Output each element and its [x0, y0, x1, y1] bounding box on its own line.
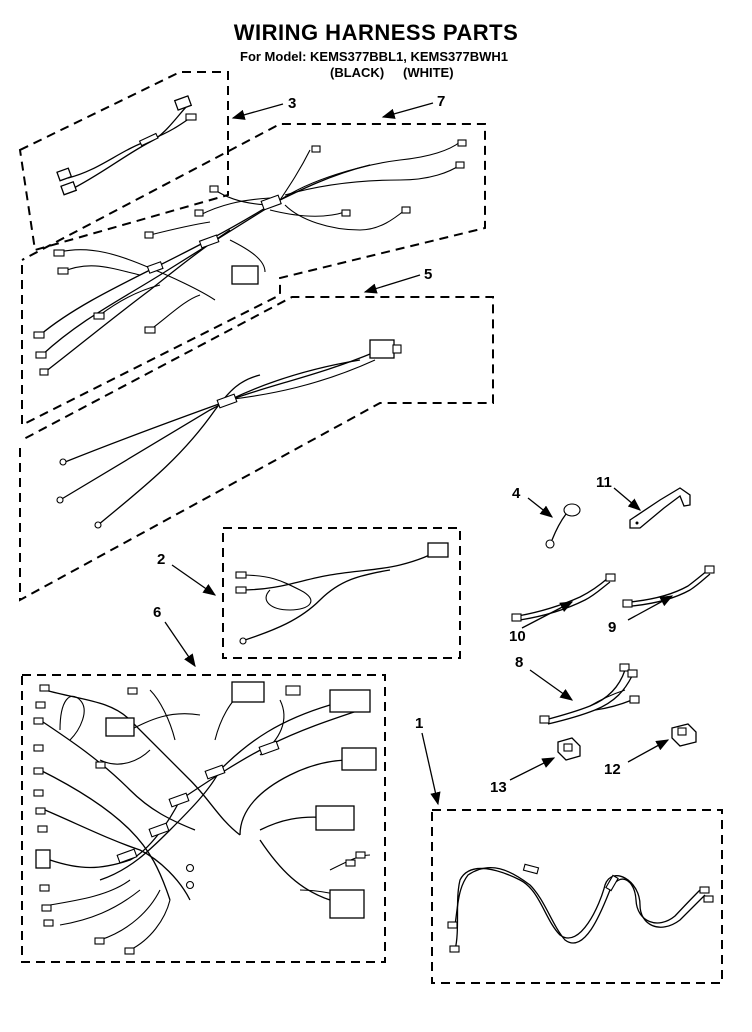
callout-9: 9: [608, 595, 674, 636]
callout-12: 12: [604, 739, 670, 778]
callout-3-label: 3: [288, 95, 296, 112]
callout-11-label: 11: [596, 474, 612, 491]
callout-10-label: 10: [509, 628, 526, 645]
callout-6: 6: [153, 604, 196, 668]
callout-5: 5: [363, 266, 432, 294]
part-4-ground-wire: [545, 503, 581, 549]
callout-9-label: 9: [608, 619, 616, 636]
color-black-label: (BLACK): [330, 65, 385, 80]
callout-12-label: 12: [604, 761, 621, 778]
part-5-harness: [19, 296, 494, 602]
part-1-harness: [431, 809, 723, 984]
model-line: For Model: KEMS377BBL1, KEMS377BWH1: [240, 49, 508, 64]
callout-7-label: 7: [437, 93, 445, 110]
part-10-wire: [511, 573, 616, 622]
callout-4: 4: [512, 485, 554, 518]
part-8-harness: [539, 663, 640, 725]
callout-2-label: 2: [157, 551, 165, 568]
callout-1: 1: [415, 715, 441, 806]
part-2-harness: [222, 527, 461, 659]
part-9-wire: [622, 565, 715, 608]
callout-1-label: 1: [415, 715, 423, 732]
callout-7: 7: [381, 93, 445, 119]
part-12-clip: [671, 723, 697, 747]
callout-8: 8: [515, 654, 574, 701]
page-title: WIRING HARNESS PARTS: [233, 20, 519, 45]
part-7-harness: [21, 123, 486, 427]
callout-6-label: 6: [153, 604, 161, 621]
callout-8-label: 8: [515, 654, 523, 671]
callout-2: 2: [157, 551, 217, 596]
callout-13-label: 13: [490, 779, 507, 796]
callout-10: 10: [509, 601, 574, 645]
callout-3: 3: [231, 95, 296, 120]
part-13-clip: [557, 737, 581, 761]
part-11-bracket: [629, 487, 691, 529]
callout-4-label: 4: [512, 485, 521, 502]
callout-11: 11: [596, 474, 641, 511]
callout-13: 13: [490, 757, 556, 796]
part-6-harness: [21, 674, 386, 963]
color-white-label: (WHITE): [403, 65, 454, 80]
part-3-harness: [18, 71, 229, 252]
callout-5-label: 5: [424, 266, 432, 283]
